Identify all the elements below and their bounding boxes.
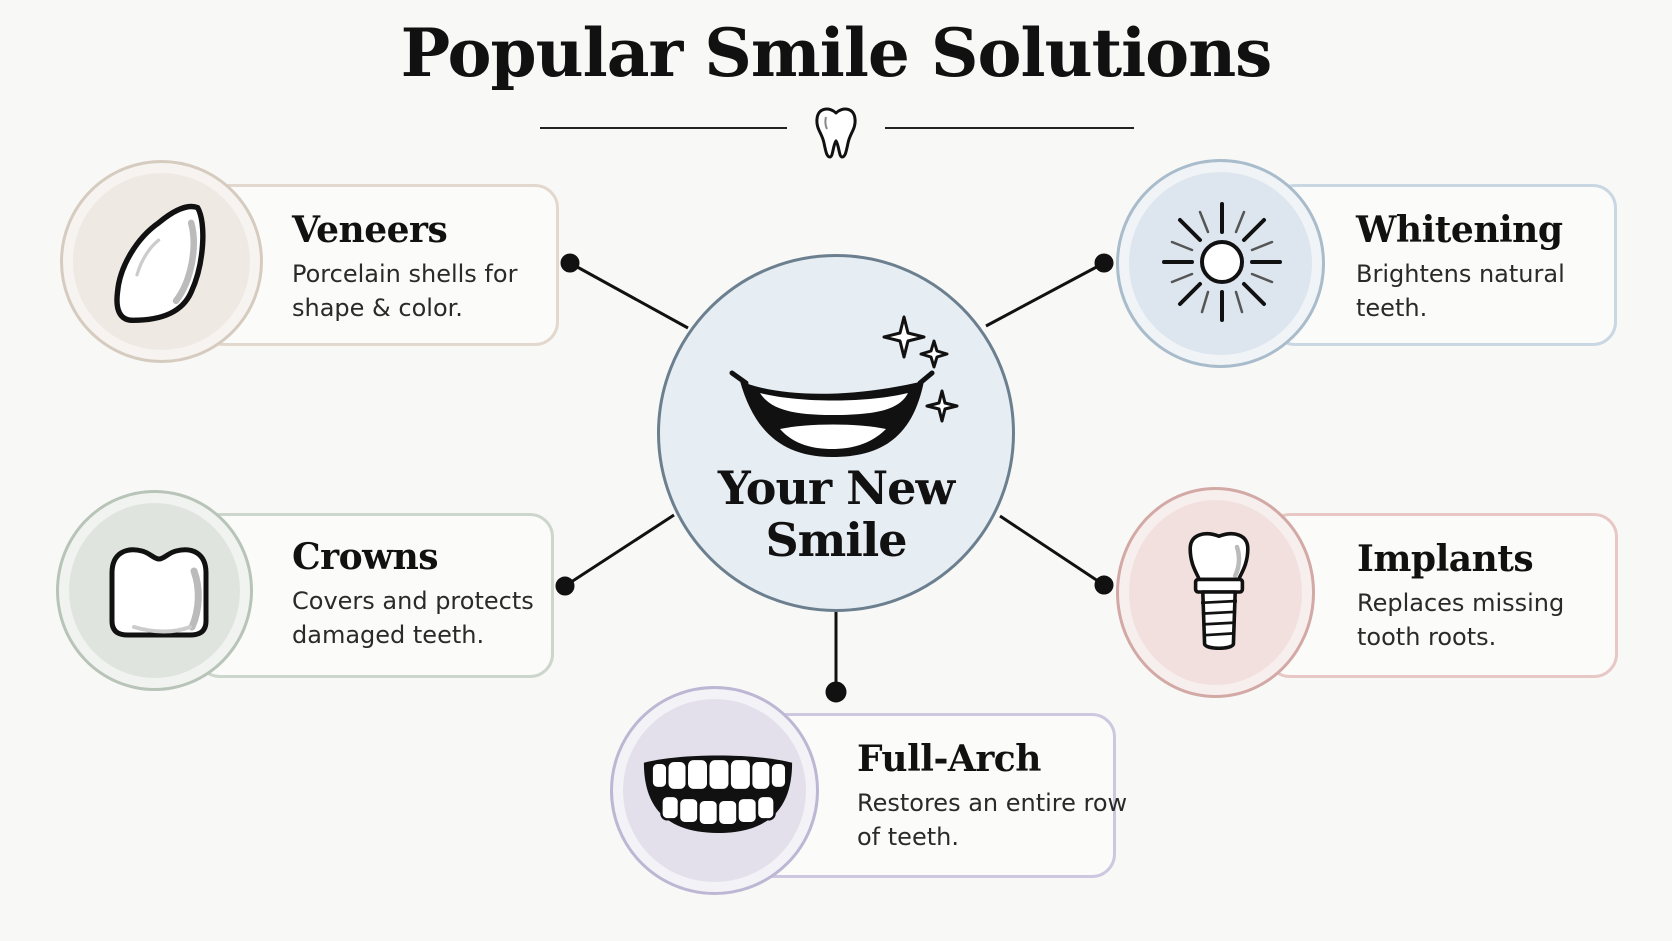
hub-label-line1: Your New	[717, 461, 955, 515]
tooth-icon	[815, 107, 857, 159]
connector-crowns	[564, 513, 675, 588]
card-title-full-arch: Full-Arch	[857, 738, 1041, 780]
hub-label: Your New Smile	[660, 462, 1012, 566]
sparkling-smile-icon	[729, 315, 959, 457]
connector-implants	[999, 514, 1105, 587]
hub-label-line2: Smile	[765, 513, 907, 567]
title-divider-left	[540, 127, 787, 129]
sun-sparkle-icon	[1162, 202, 1282, 322]
card-implants: Implants Replaces missing tooth roots.	[1266, 513, 1618, 678]
crown-tooth-icon	[109, 547, 209, 638]
connector-whitening	[985, 261, 1105, 328]
card-title-whitening: Whitening	[1356, 209, 1563, 251]
card-desc-implants: Replaces missing tooth roots.	[1357, 589, 1565, 651]
icon-circle-whitening	[1116, 159, 1325, 368]
teeth-arch-icon	[643, 755, 793, 833]
connector-veneers	[569, 261, 689, 330]
implant-icon	[1188, 532, 1250, 651]
icon-circle-veneers	[60, 160, 263, 363]
icon-circle-full-arch	[610, 686, 819, 895]
card-title-veneers: Veneers	[292, 209, 448, 251]
connector-dot-crowns	[555, 576, 575, 596]
icon-circle-crowns	[56, 490, 253, 691]
connector-dot-implants	[1094, 575, 1114, 595]
card-desc-whitening: Brightens natural teeth.	[1356, 260, 1565, 322]
card-veneers: Veneers Porcelain shells for shape & col…	[200, 184, 559, 346]
icon-circle-implants	[1116, 487, 1315, 698]
connector-dot-full-arch	[825, 681, 847, 703]
connector-dot-whitening	[1094, 253, 1114, 273]
card-desc-full-arch: Restores an entire row of teeth.	[857, 789, 1128, 851]
connector-dot-veneers	[560, 253, 580, 273]
page-title: Popular Smile Solutions	[400, 14, 1273, 92]
card-crowns: Crowns Covers and protects damaged teeth…	[196, 513, 554, 678]
card-title-implants: Implants	[1357, 538, 1534, 580]
card-desc-crowns: Covers and protects damaged teeth.	[292, 587, 534, 649]
card-title-crowns: Crowns	[292, 536, 439, 578]
card-desc-veneers: Porcelain shells for shape & color.	[292, 260, 518, 322]
hub-circle: Your New Smile	[657, 254, 1015, 612]
veneer-icon	[114, 203, 206, 324]
title-divider-right	[885, 127, 1134, 129]
